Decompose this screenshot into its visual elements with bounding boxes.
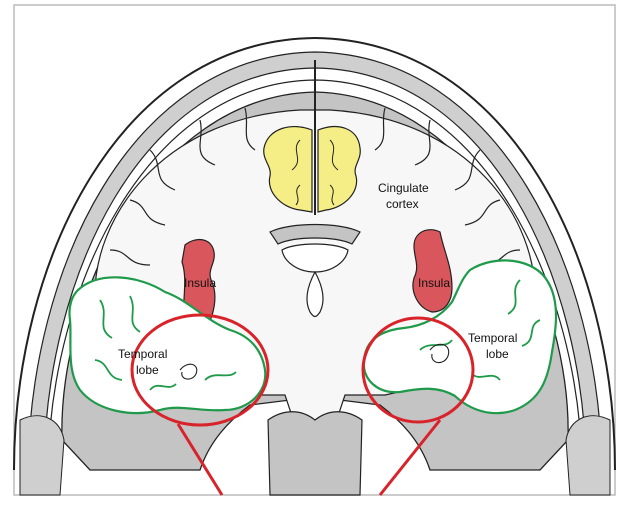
right-lower-skull [566,416,610,495]
insula-right-label: Insula [418,276,450,290]
brainstem [268,412,362,495]
left-lower-skull [20,416,64,495]
temporal-right-label-line1: Temporal [468,331,517,345]
temporal-left-label-line1: Temporal [118,347,167,361]
temporal-right-label-line2: lobe [486,347,509,361]
cingulate-label-line1: Cingulate [378,181,429,195]
temporal-left-label-line2: lobe [136,363,159,377]
insula-left-label: Insula [184,276,216,290]
cingulate-label-line2: cortex [386,197,419,211]
